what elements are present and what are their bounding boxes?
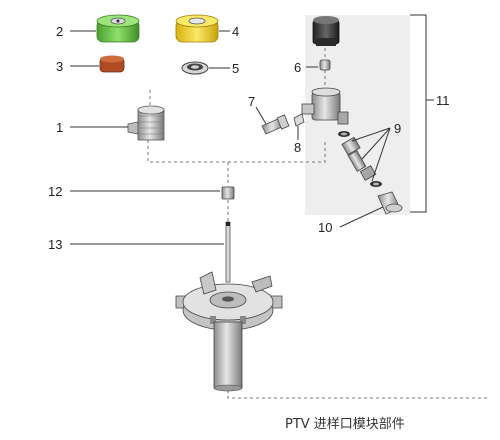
valve-body-icon (301, 87, 349, 125)
callout-6: 6 (294, 60, 301, 75)
ferrule-icon (319, 59, 331, 71)
callout-7: 7 (248, 94, 255, 109)
o-ring-icon (181, 61, 209, 75)
fitting-icon (377, 191, 403, 215)
callout-5: 5 (232, 61, 239, 76)
callout-9: 9 (394, 121, 401, 136)
callout-8: 8 (294, 140, 301, 155)
yellow-septum-nut-icon (175, 14, 219, 43)
fitting-icon (261, 114, 290, 135)
callout-12: 12 (48, 184, 62, 199)
callout-10: 10 (318, 220, 332, 235)
callout-1: 1 (56, 120, 63, 135)
callout-4: 4 (232, 24, 239, 39)
inlet-body-icon (175, 271, 283, 392)
callout-3: 3 (56, 59, 63, 74)
callout-11: 11 (436, 93, 450, 108)
column-icon (225, 221, 231, 283)
diagram-caption: PTV 进样口模块部件 (285, 417, 405, 432)
leader-lines (70, 14, 434, 245)
callout-13: 13 (48, 237, 62, 252)
liner-icon (221, 186, 235, 200)
callout-2: 2 (56, 24, 63, 39)
ferrule-icon (293, 113, 305, 127)
septum-icon (99, 55, 125, 73)
weldment-nut-icon (127, 105, 165, 141)
seal-icon (338, 131, 382, 187)
cap-icon (312, 16, 340, 46)
green-septum-nut-icon (96, 14, 140, 43)
